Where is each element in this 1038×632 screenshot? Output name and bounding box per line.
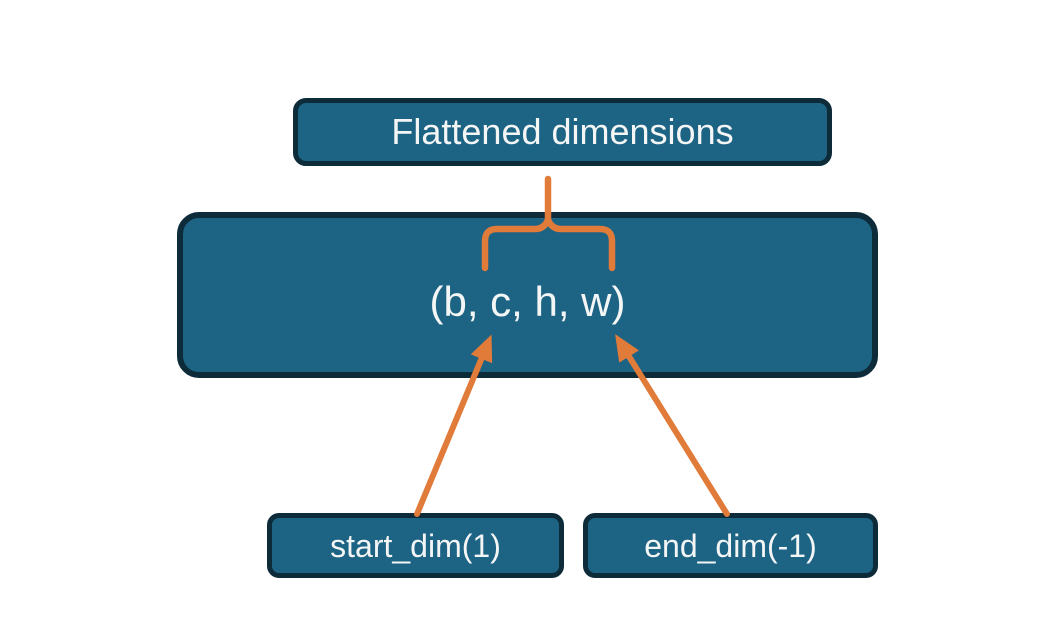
start-dim-box: start_dim(1) xyxy=(267,513,564,578)
end-dim-box: end_dim(-1) xyxy=(583,513,878,578)
tensor-shape-label: (b, c, h, w) xyxy=(429,278,626,325)
flattened-dimensions-box: Flattened dimensions xyxy=(293,98,832,166)
end-dim-label: end_dim(-1) xyxy=(644,527,817,564)
tensor-shape-box: (b, c, h, w) xyxy=(177,212,878,378)
start-dim-label: start_dim(1) xyxy=(330,527,501,564)
flattened-dimensions-label: Flattened dimensions xyxy=(391,111,734,152)
